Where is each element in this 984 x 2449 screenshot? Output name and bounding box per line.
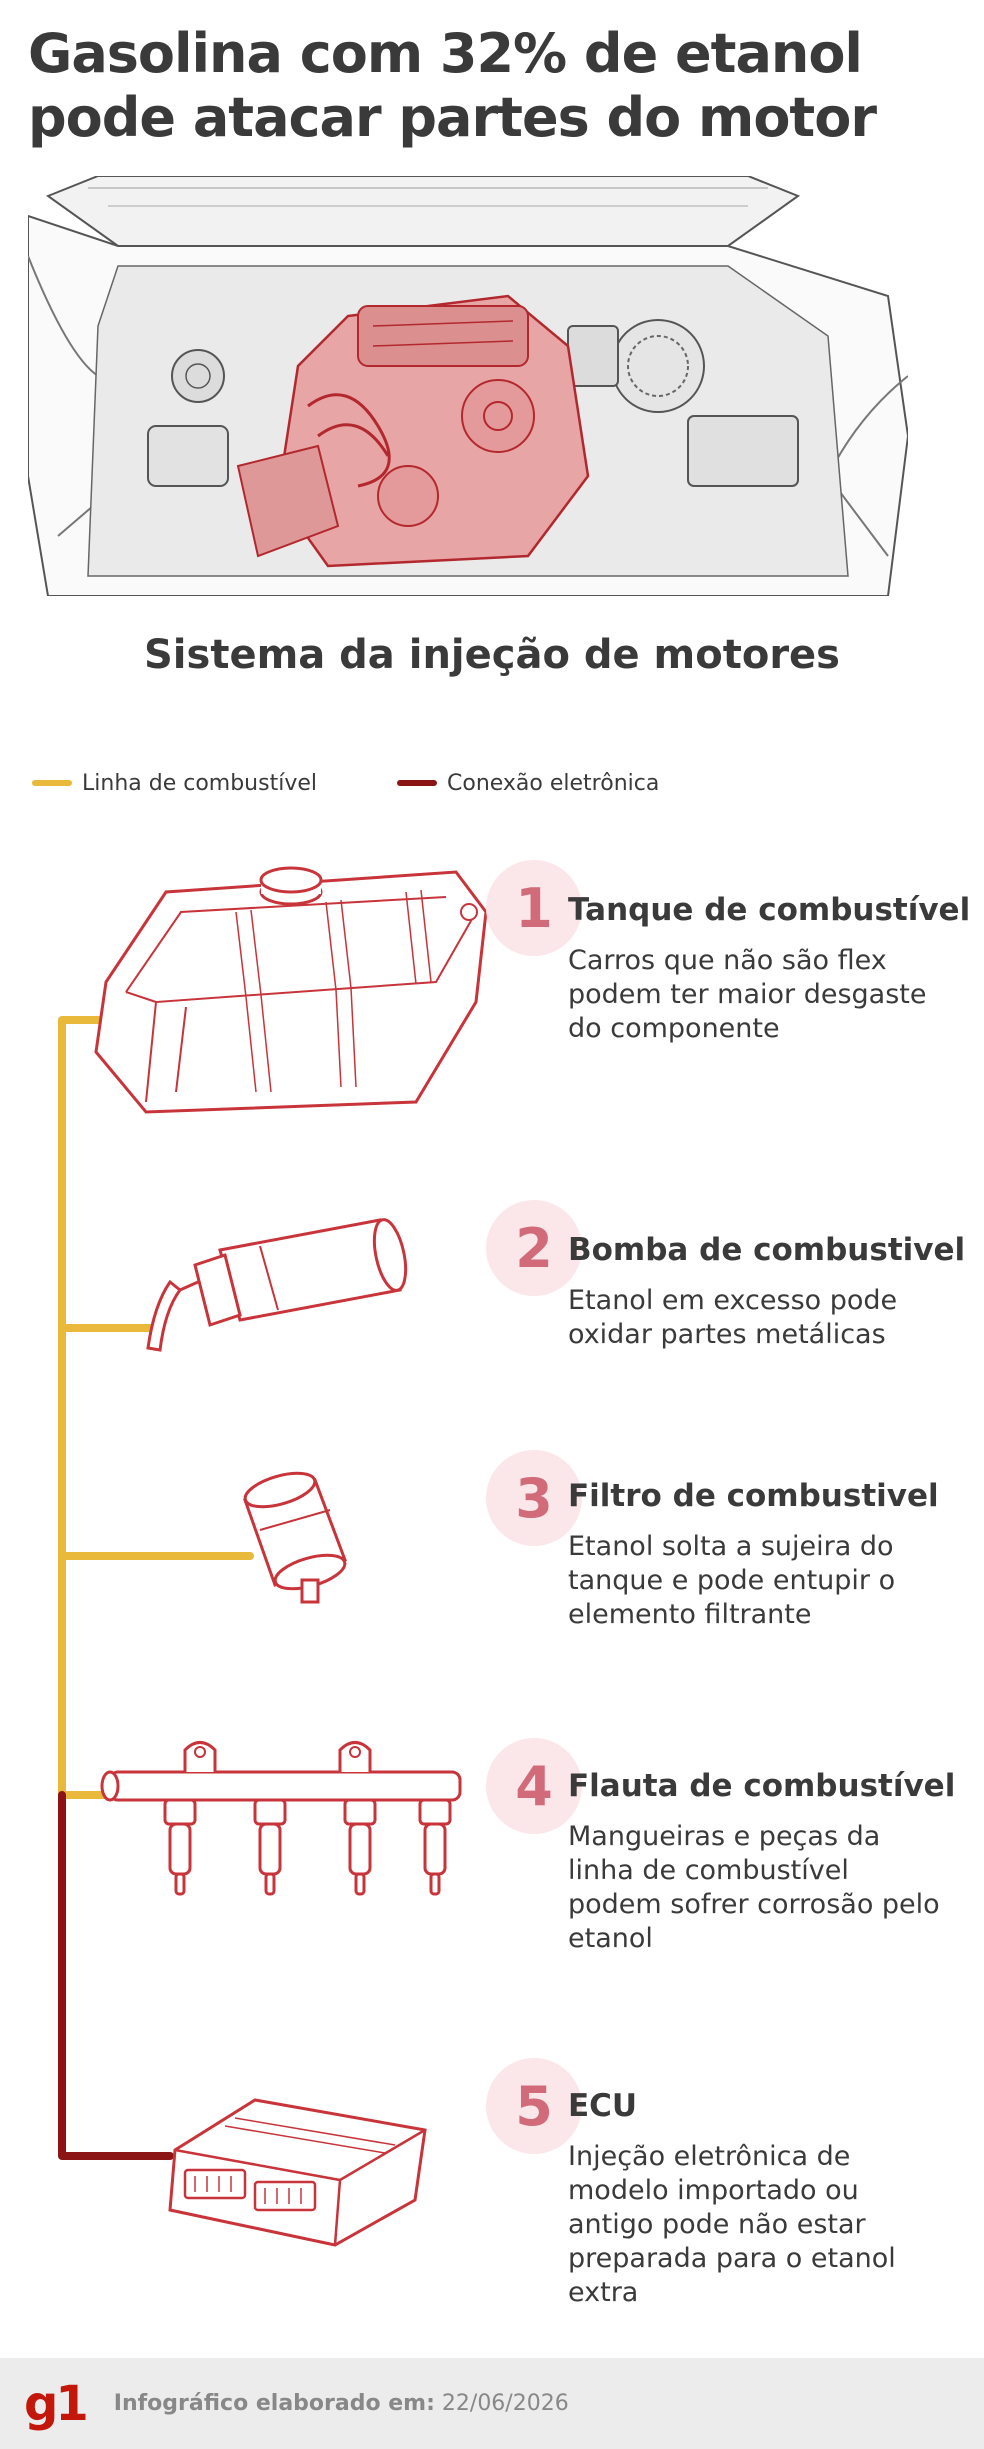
component-number-badge: 2 [486, 1200, 582, 1296]
component-title: Flauta de combustível [568, 1768, 956, 1804]
credit-label: Infográfico elaborado em: [113, 2391, 435, 2416]
page-title: Gasolina com 32% de etanol pode atacar p… [28, 22, 877, 149]
section-subtitle: Sistema da injeção de motores [144, 632, 840, 678]
component-description: Injeção eletrônica de modelo importado o… [568, 2141, 896, 2308]
component-title: Filtro de combustivel [568, 1478, 939, 1514]
fuel-tank-illustration [94, 866, 488, 1114]
component-description: Mangueiras e peças da linha de combustív… [568, 1821, 940, 1954]
credit-date: 22/06/2026 [441, 2391, 569, 2416]
component-title: ECU [568, 2088, 638, 2124]
component-number-badge: 1 [486, 860, 582, 956]
component-description: Etanol em excesso pode oxidar partes met… [568, 1285, 898, 1350]
component-title: Tanque de combustível [568, 892, 971, 928]
component-description: Carros que não são flex podem ter maior … [568, 945, 927, 1044]
component-title: Bomba de combustivel [568, 1232, 966, 1268]
component-description: Etanol solta a sujeira do tanque e pode … [568, 1531, 896, 1630]
fuel-line-swatch [32, 780, 72, 786]
g1-logo[interactable]: g1 [24, 2375, 89, 2432]
legend-electronic-label: Conexão eletrônica [447, 770, 660, 796]
legend-fuel-line-label: Linha de combustível [82, 770, 317, 796]
engine-bay-illustration [28, 176, 908, 596]
footer: g1 Infográfico elaborado em: 22/06/2026 [0, 2358, 984, 2449]
legend-electronic: Conexão eletrônica [397, 771, 659, 796]
fuel-rail-illustration [100, 1741, 462, 1896]
fuel-pump-illustration [146, 1218, 408, 1352]
component-number-badge: 5 [486, 2058, 582, 2154]
fuel-filter-illustration [243, 1471, 347, 1604]
component-number-badge: 3 [486, 1450, 582, 1546]
credit-text: Infográfico elaborado em: 22/06/2026 [114, 2391, 569, 2416]
legend-fuel-line: Linha de combustível [32, 771, 317, 796]
component-number-badge: 4 [486, 1738, 582, 1834]
legend: Linha de combustível Conexão eletrônica [32, 768, 739, 798]
ecu-illustration [168, 2098, 427, 2247]
electronic-swatch [397, 780, 437, 786]
